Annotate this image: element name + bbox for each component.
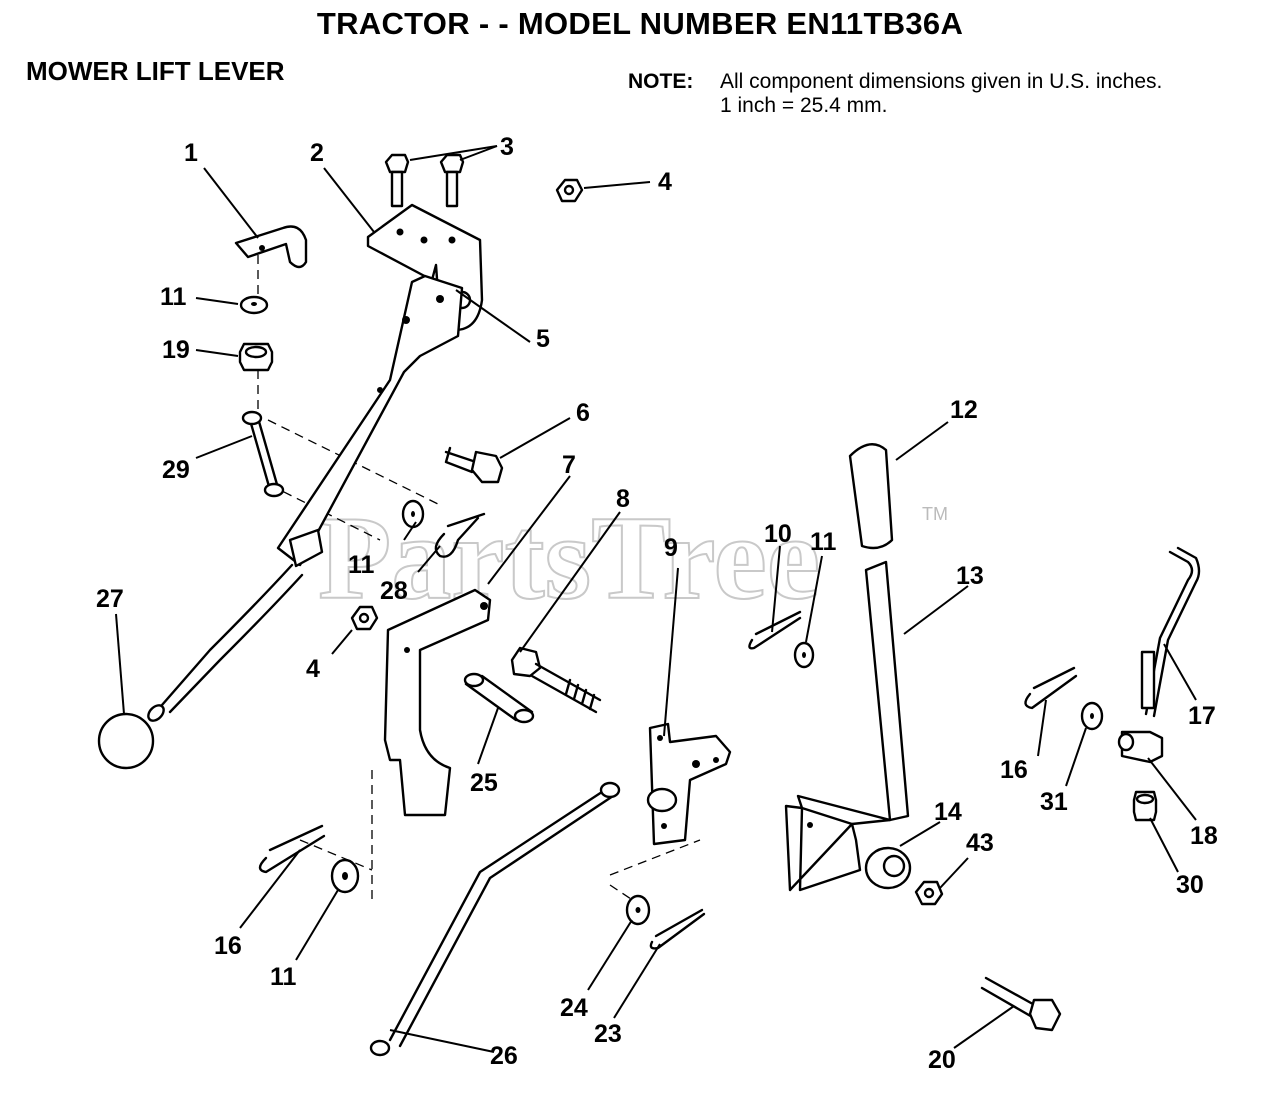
callout-11-a: 11: [160, 283, 187, 311]
callout-30: 30: [1176, 871, 1204, 899]
part-26-rod: [369, 781, 621, 1057]
callout-3: 3: [500, 133, 514, 161]
callout-29: 29: [162, 456, 190, 484]
callout-16-b: 16: [214, 932, 242, 960]
part-14-bushing: [864, 846, 912, 890]
callout-27: 27: [96, 585, 124, 613]
callout-numbers: 1 2 3 4 4 5 6 7 8 9 10 11 11 11 11 11 12…: [96, 133, 1218, 1074]
part-18-swivel: [1117, 730, 1164, 764]
part-1-clip: [234, 225, 308, 269]
callout-10: 10: [764, 520, 792, 548]
part-27-knob: [97, 712, 155, 770]
part-13-lever: [784, 560, 910, 892]
watermark-trademark: TM: [922, 504, 948, 524]
part-20-bolt: [980, 976, 1062, 1032]
callout-2: 2: [310, 139, 324, 167]
part-9-plate: [646, 722, 732, 846]
note-line-2: 1 inch = 25.4 mm.: [720, 94, 888, 117]
page-title: TRACTOR - - MODEL NUMBER EN11TB36A: [316, 6, 964, 41]
part-11-washers: [239, 295, 815, 894]
callout-5: 5: [536, 325, 550, 353]
part-16-hairpins: [258, 666, 1078, 874]
part-31-washer: [1080, 701, 1104, 731]
part-24-washer: [625, 894, 651, 926]
part-19-spacer: [238, 342, 274, 372]
callout-4-top: 4: [658, 168, 672, 196]
callout-20: 20: [928, 1046, 956, 1074]
callout-17: 17: [1188, 702, 1216, 730]
part-23-pin: [649, 908, 706, 950]
callout-26: 26: [490, 1042, 518, 1070]
section-title: MOWER LIFT LEVER: [26, 56, 285, 86]
callout-7: 7: [562, 451, 576, 479]
callout-1: 1: [184, 139, 198, 167]
dimension-note: NOTE: All component dimensions given in U…: [628, 70, 1162, 118]
callout-16-a: 16: [1000, 756, 1028, 784]
callout-18: 18: [1190, 822, 1218, 850]
part-17-rod: [1140, 546, 1201, 718]
part-5-lift-arm: [147, 274, 464, 722]
callout-14: 14: [934, 798, 962, 826]
part-43-nut: [914, 880, 944, 906]
part-25-sleeve: [463, 672, 535, 724]
part-28-hairpin: [434, 512, 486, 558]
callout-6: 6: [576, 399, 590, 427]
callout-24: 24: [560, 994, 588, 1022]
callout-13: 13: [956, 562, 984, 590]
part-8-bolt: [510, 646, 602, 714]
callout-23: 23: [594, 1020, 622, 1048]
part-10-cotter: [748, 610, 802, 650]
note-line-1: All component dimensions given in U.S. i…: [720, 70, 1163, 93]
callout-11-c: 11: [810, 528, 837, 556]
part-29-link: [241, 410, 285, 498]
callout-31: 31: [1040, 788, 1068, 816]
part-4-nuts: [350, 178, 584, 631]
callout-8: 8: [616, 485, 630, 513]
leader-lines: [115, 145, 1197, 1053]
callout-25: 25: [470, 769, 498, 797]
watermark: PartsTree: [318, 491, 820, 624]
note-label: NOTE:: [628, 70, 694, 93]
callout-19: 19: [162, 336, 190, 364]
part-3-bolts: [384, 153, 465, 208]
part-30-spacer: [1132, 790, 1158, 822]
part-7-bracket: [383, 588, 492, 817]
callout-43: 43: [966, 829, 994, 857]
part-6-bolt: [444, 446, 504, 484]
callout-11-b: 11: [348, 551, 375, 579]
callout-4-lower: 4: [306, 655, 320, 683]
callout-11-d: 11: [270, 963, 297, 991]
callout-12: 12: [950, 396, 978, 424]
callout-9: 9: [664, 534, 678, 562]
callout-28: 28: [380, 577, 408, 605]
part-12-grip: [848, 443, 894, 550]
